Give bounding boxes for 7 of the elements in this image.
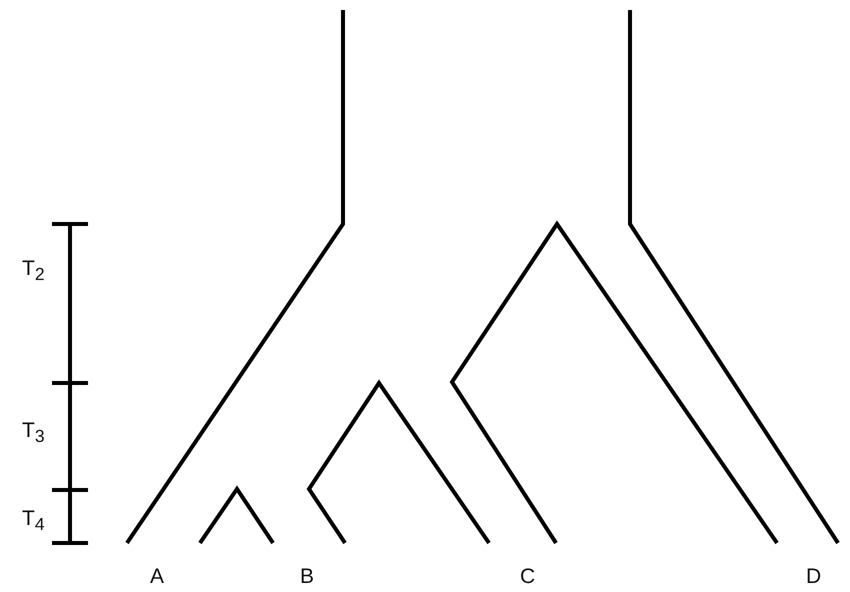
taxon-label: A (150, 566, 164, 587)
time-interval-label: T$_{3}$ (22, 420, 45, 446)
time-interval-label: T$_{2}$ (22, 258, 45, 284)
taxon-label: D (806, 566, 822, 587)
taxon-label: C (520, 566, 536, 587)
taxon-label: B (300, 566, 314, 587)
time-interval-label: T$_{4}$ (22, 508, 45, 534)
